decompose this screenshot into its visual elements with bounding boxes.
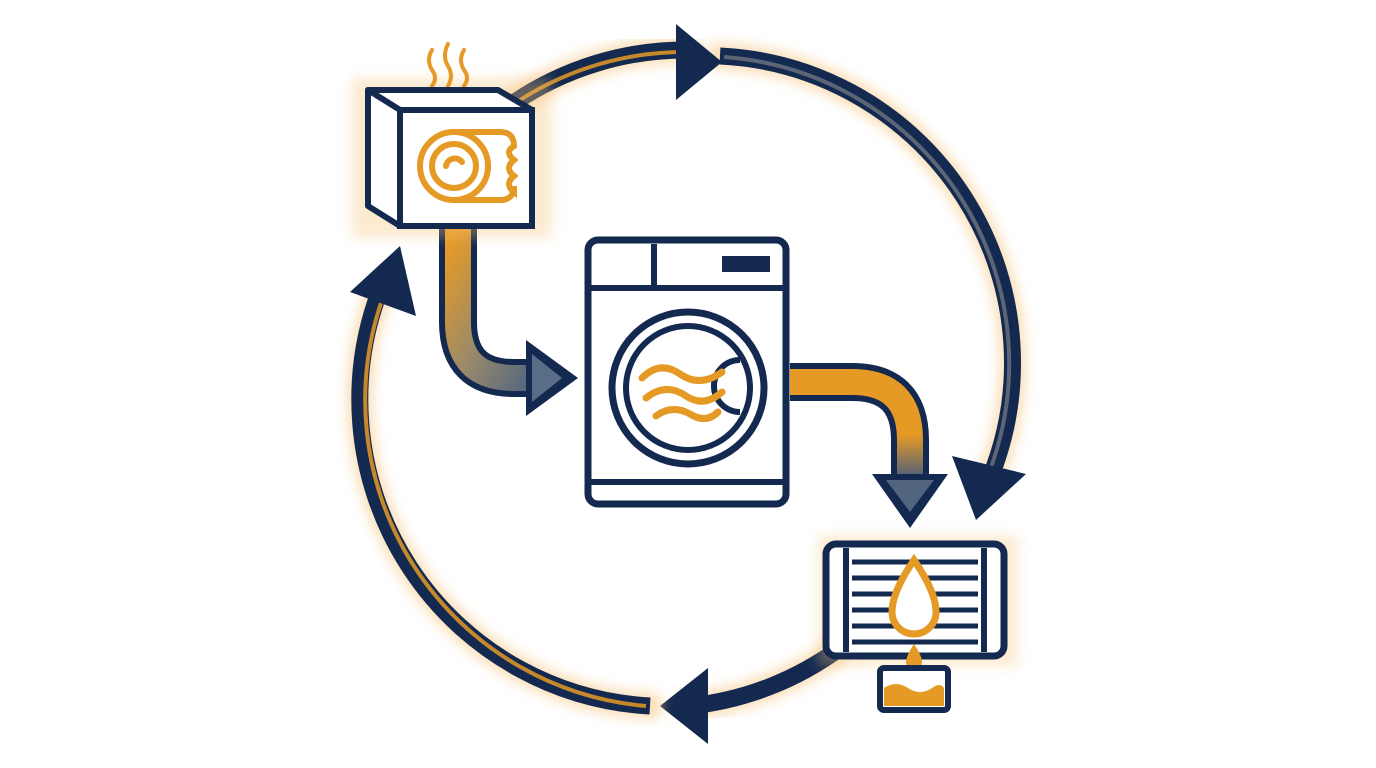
- water-tank-icon: [877, 665, 951, 713]
- moist-air-duct-arrow: [790, 363, 948, 528]
- arrowhead-down-right: [952, 456, 1026, 520]
- tumbling-clothes-icon: [638, 364, 726, 422]
- control-panel-display: [722, 256, 770, 272]
- arrowhead-right-top: [676, 24, 722, 100]
- arrowhead-left-bottom: [660, 668, 708, 744]
- cycle-arrow-left: [346, 246, 663, 719]
- water-drop-icon: [888, 553, 940, 670]
- arrowhead-up-left: [350, 246, 416, 316]
- cycle-arrow-right: [707, 43, 1026, 520]
- steam-icon: [427, 42, 469, 88]
- dryer-machine-icon: [584, 236, 790, 508]
- cycle-arrow-bottom: [660, 635, 853, 744]
- heating-coil-icon: [417, 129, 519, 203]
- hot-air-duct-arrow: [439, 228, 578, 416]
- heat-exchanger-icon: [352, 42, 552, 238]
- condenser-icon: [818, 536, 1018, 713]
